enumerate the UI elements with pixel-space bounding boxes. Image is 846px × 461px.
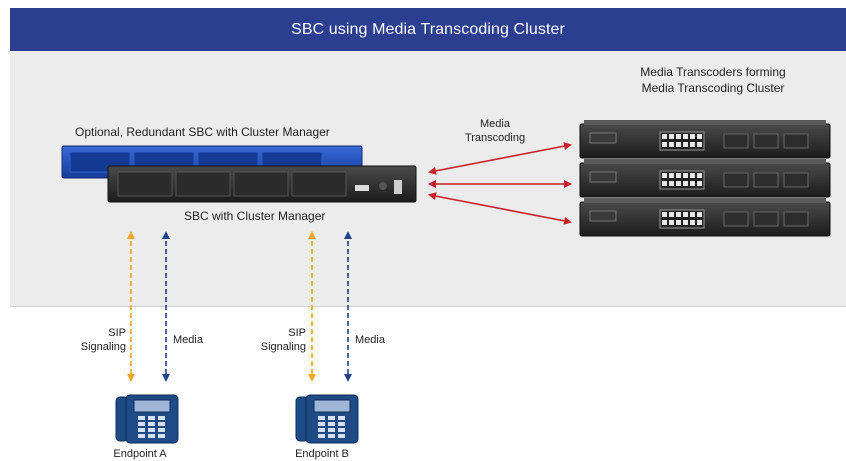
media-transcoding-label-line2: Transcoding xyxy=(464,132,526,144)
media-label-a: Media xyxy=(173,334,203,346)
sip-label-b-line2: Signaling xyxy=(260,341,306,353)
redundant-sbc-label: Optional, Redundant SBC with Cluster Man… xyxy=(75,125,330,139)
endpoint-b-phone-icon xyxy=(295,394,359,444)
sbc-label: SBC with Cluster Manager xyxy=(184,209,326,223)
transcoding-arrow-1 xyxy=(428,142,572,175)
sip-label-a-line2: Signaling xyxy=(80,341,126,353)
transcoder-rack-icon xyxy=(579,120,831,159)
transcoders-label-line2: Media Transcoding Cluster xyxy=(641,81,785,95)
transcoder-rack-icon xyxy=(579,159,831,198)
diagram-title: SBC using Media Transcoding Cluster xyxy=(10,8,846,51)
transcoder-rack-icon xyxy=(579,198,831,237)
transcoders-label-line1: Media Transcoders forming xyxy=(640,65,786,79)
endpoint-a-phone-icon xyxy=(115,394,179,444)
sbc-rack-icon xyxy=(107,165,417,203)
media-transcoders-stack xyxy=(579,120,831,237)
media-label-b: Media xyxy=(355,334,385,346)
sip-label-b-line1: SIP xyxy=(288,327,306,339)
sip-label-a-line1: SIP xyxy=(108,327,126,339)
endpoint-a-label: Endpoint A xyxy=(113,448,167,460)
transcoding-arrow-3 xyxy=(428,192,572,225)
media-transcoding-label-line1: Media xyxy=(480,118,510,130)
endpoint-b-label: Endpoint B xyxy=(295,448,349,460)
